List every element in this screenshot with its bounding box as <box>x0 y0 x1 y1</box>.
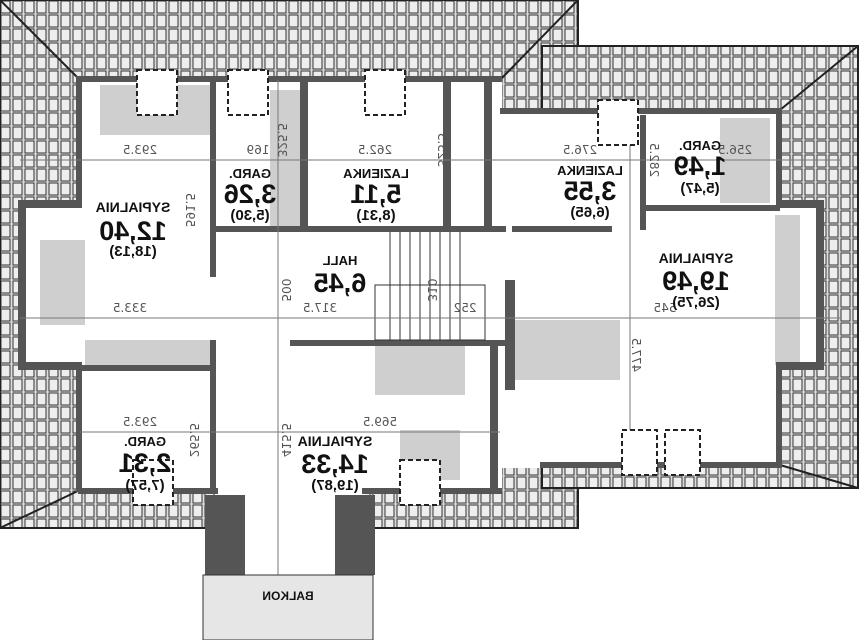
room-area-sub: (6,65) <box>570 204 609 221</box>
dim: 252 <box>454 301 477 315</box>
room-area: 19,49 <box>662 266 730 296</box>
dim: 310 <box>425 279 439 302</box>
dim: 591.5 <box>183 193 197 227</box>
room-area: 2,31 <box>119 448 172 478</box>
room-gard-2: GARD. 1,49 (5,47) <box>674 138 727 197</box>
room-area: 3,55 <box>564 176 617 206</box>
dim: 282.5 <box>647 143 661 177</box>
room-name: SYPIALNIA <box>659 250 734 266</box>
dim: 500 <box>279 279 293 302</box>
dim: 333.5 <box>113 301 147 315</box>
dim: 569.5 <box>363 415 397 429</box>
room-lazienka-2: LAZIENKA 3,55 (6,65) <box>557 163 623 221</box>
room-area-sub: (7,57) <box>125 477 164 494</box>
dimension-lines <box>20 80 840 580</box>
room-name: SYPIALNIA <box>96 199 171 215</box>
dim: 325.5 <box>275 123 289 157</box>
room-sypialnia-3: SYPIALNIA 14,33 (19,87) <box>298 433 373 494</box>
dim: 325.5 <box>435 133 449 167</box>
room-area: 1,49 <box>674 151 727 181</box>
room-name: LAZIENKA <box>557 163 623 178</box>
dim: 293.5 <box>123 415 157 429</box>
room-name: HALL <box>323 253 358 268</box>
dim: 265.5 <box>187 423 201 457</box>
room-name: SYPIALNIA <box>298 433 373 449</box>
dim: 317.5 <box>303 301 337 315</box>
dim: 256.5 <box>718 143 752 157</box>
room-area-sub: (5,47) <box>680 180 719 197</box>
room-gard-1: GARD. 3,26 (5,30) <box>224 166 277 224</box>
walls <box>18 76 824 575</box>
balcony-label: BALKON <box>262 589 313 603</box>
dim: 276.5 <box>563 143 597 157</box>
room-lazienka-1: LAZIENKA 5,11 (8,31) <box>343 166 409 224</box>
room-area-sub: (19,87) <box>311 477 359 494</box>
room-area: 3,26 <box>224 179 277 209</box>
room-gard-3: GARD. 2,31 (7,57) <box>119 434 172 494</box>
balcony: BALKON <box>202 574 374 640</box>
room-sypialnia-1: SYPIALNIA 12,40 (18,13) <box>96 199 171 260</box>
room-area-sub: (26,75) <box>672 294 720 311</box>
dim: 293.5 <box>123 143 157 157</box>
room-area: 14,33 <box>301 449 369 479</box>
room-area: 5,11 <box>350 179 401 209</box>
room-area-sub: (5,30) <box>230 207 269 224</box>
room-area: 6,45 <box>314 268 367 298</box>
room-name: GARD. <box>124 434 166 449</box>
dim: 545 <box>654 301 677 315</box>
dim: 477.5 <box>629 338 643 372</box>
room-name: LAZIENKA <box>343 166 409 181</box>
dim: 415.5 <box>279 423 293 457</box>
skylights <box>132 69 701 506</box>
staircase <box>374 232 486 341</box>
room-hall: HALL 6,45 <box>314 253 367 298</box>
dim: 169 <box>247 143 270 157</box>
room-name: GARD. <box>229 166 271 181</box>
room-name: GARD. <box>679 138 721 153</box>
room-area-sub: (8,31) <box>356 207 395 224</box>
room-sypialnia-2: SYPIALNIA 19,49 (26,75) <box>659 250 734 311</box>
room-area-sub: (18,13) <box>109 243 157 260</box>
dim: 262.5 <box>358 143 392 157</box>
room-area: 12,40 <box>99 216 167 246</box>
dimension-labels: 293.5 169 262.5 276.5 256.5 333.5 317.5 … <box>113 123 752 457</box>
